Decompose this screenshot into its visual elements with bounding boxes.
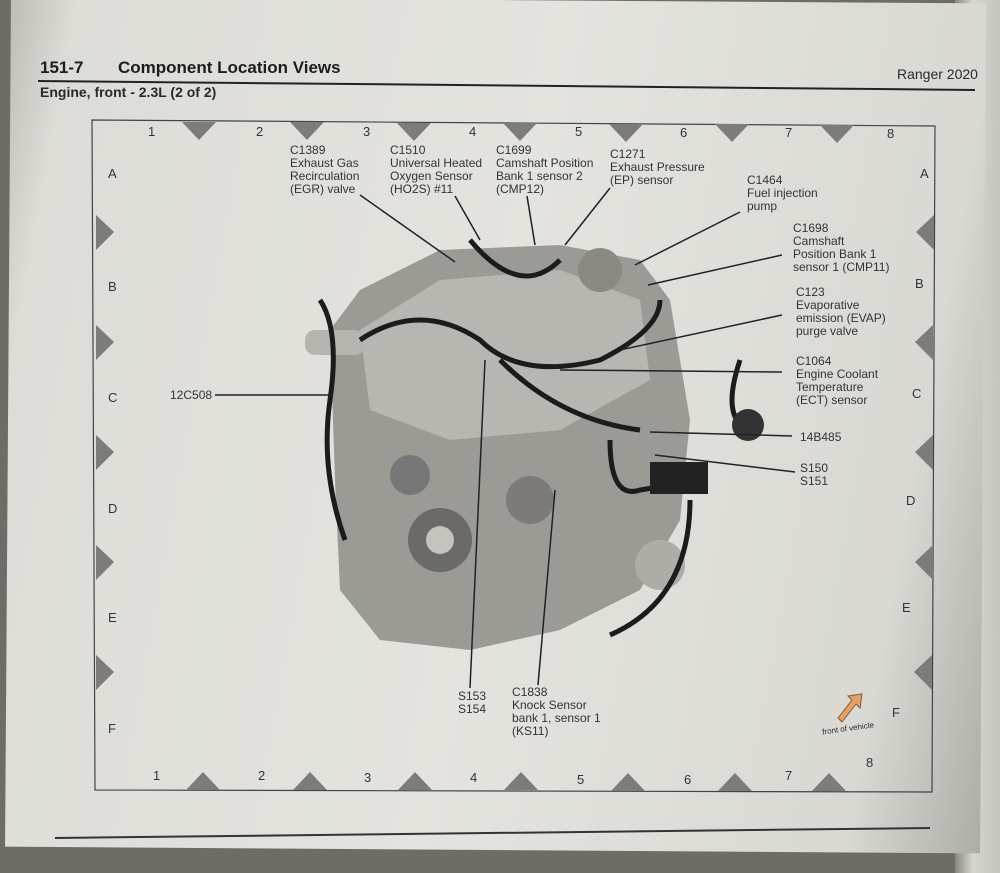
callout-c1389: C1389 Exhaust Gas Recirculation (EGR) va… <box>290 143 360 196</box>
row-label: B <box>108 279 117 294</box>
col-label: 6 <box>680 125 688 140</box>
col-label: 4 <box>470 770 478 785</box>
footer-rule <box>54 827 931 839</box>
callout-c1064: C1064 Engine Coolant Temperature (ECT) s… <box>796 354 879 407</box>
header-rule <box>37 80 976 91</box>
col-label: 8 <box>887 126 895 141</box>
callout-s150: S150 S151 <box>800 461 829 488</box>
row-label: D <box>906 493 916 508</box>
row-label: F <box>108 721 116 736</box>
callout-c1698: C1698 Camshaft Position Bank 1 sensor 1 … <box>793 221 890 274</box>
callout-14b485: 14B485 <box>800 430 842 444</box>
callout-c1271: C1271 Exhaust Pressure (EP) sensor <box>610 147 705 187</box>
callout-c1699: C1699 Camshaft Position Bank 1 sensor 2 … <box>496 143 594 196</box>
col-label: 3 <box>363 124 371 139</box>
section-number: 151-7 <box>40 58 84 77</box>
row-label: A <box>108 166 117 181</box>
col-label: 1 <box>153 768 161 783</box>
callout-c1510: C1510 Universal Heated Oxygen Sensor (HO… <box>390 143 483 196</box>
callout-c1838: C1838 Knock Sensor bank 1, sensor 1 (KS1… <box>512 685 601 738</box>
col-label: 1 <box>148 124 156 139</box>
row-label: E <box>108 610 117 625</box>
callout-leaders <box>215 187 796 689</box>
row-label: C <box>912 386 922 401</box>
col-label: 7 <box>785 125 793 140</box>
callout-c1464: C1464 Fuel injection pump <box>747 173 818 213</box>
col-label: 4 <box>469 124 477 139</box>
row-label: D <box>108 501 118 516</box>
page-subtitle: Engine, front - 2.3L (2 of 2) <box>40 84 217 100</box>
callout-12c508: 12C508 <box>170 388 213 402</box>
callout-s153: S153 S154 <box>458 689 487 716</box>
col-label: 3 <box>364 770 372 785</box>
page-title: Component Location Views <box>118 58 341 77</box>
row-label: A <box>920 166 929 181</box>
row-label: B <box>915 276 924 291</box>
col-label: 5 <box>577 772 585 787</box>
col-label: 2 <box>256 124 264 139</box>
model-label: Ranger 2020 <box>897 66 978 82</box>
callout-c123: C123 Evaporative emission (EVAP) purge v… <box>796 285 886 338</box>
col-label: 7 <box>785 768 793 783</box>
grid-markers <box>96 122 934 791</box>
col-label: 5 <box>575 124 583 139</box>
col-label: 6 <box>684 772 692 787</box>
grid-frame <box>91 119 936 793</box>
engine-illustration <box>305 238 764 650</box>
col-label: 2 <box>258 768 266 783</box>
row-label: F <box>892 705 900 720</box>
col-label: 8 <box>866 755 874 770</box>
row-label: E <box>902 600 911 615</box>
row-label: C <box>108 390 118 405</box>
front-of-vehicle-arrow-icon <box>837 693 863 723</box>
